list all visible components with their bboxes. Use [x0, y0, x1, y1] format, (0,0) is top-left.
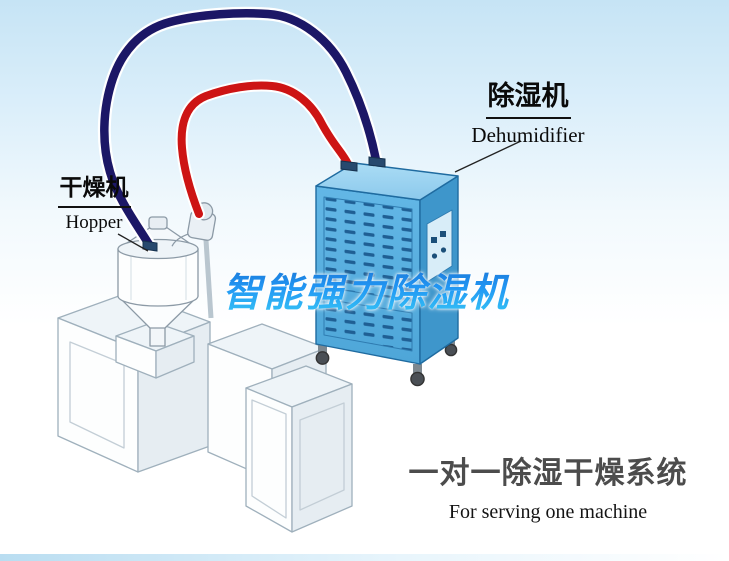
- pipe-fittings: [142, 156, 386, 252]
- pipes: [97, 6, 383, 253]
- dehumidifier-label: 除湿机 Dehumidifier: [450, 74, 606, 148]
- dehumidifier-label-en: Dehumidifier: [471, 123, 585, 147]
- hopper-dryer-machine: [117, 202, 217, 347]
- bottom-edge-strip: [0, 554, 729, 561]
- extruder-machine: [57, 291, 353, 533]
- hopper-label-en: Hopper: [65, 212, 123, 233]
- dehumidifier-machine: [315, 162, 459, 387]
- dehumidifier-label-zh: 除湿机: [485, 74, 571, 119]
- system-caption-en: For serving one machine: [448, 501, 648, 523]
- system-caption-zh: 一对一除湿干燥系统: [408, 457, 688, 490]
- leader-lines: [117, 140, 522, 252]
- pipe-navy: [100, 9, 381, 251]
- pipe-red: [177, 81, 352, 218]
- control-panel: [426, 209, 453, 283]
- main-title: 智能强力除湿机: [196, 262, 536, 318]
- leader-line-hopper: [117, 233, 149, 252]
- caster-wheels: [315, 338, 458, 387]
- hopper-label: 干燥机 Hopper: [44, 168, 144, 234]
- hopper-label-zh: 干燥机: [57, 168, 131, 208]
- system-caption: 一对一除湿干燥系统 For serving one machine: [402, 448, 694, 524]
- leader-line-dehumidifier: [454, 140, 522, 173]
